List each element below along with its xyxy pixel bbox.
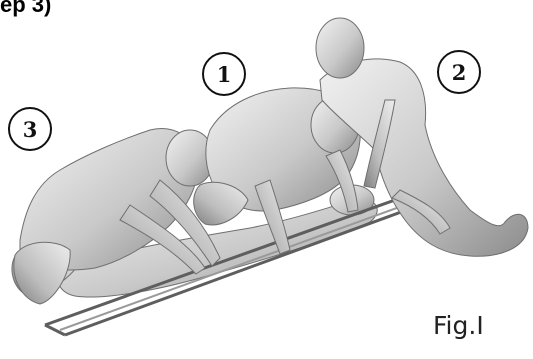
- rescuer-1-number-badge: 1: [202, 52, 246, 96]
- figure-label: Fig.I: [433, 311, 484, 340]
- rescuer-3-number-badge: 3: [8, 107, 52, 151]
- rescuer-2-number-badge: 2: [437, 50, 481, 94]
